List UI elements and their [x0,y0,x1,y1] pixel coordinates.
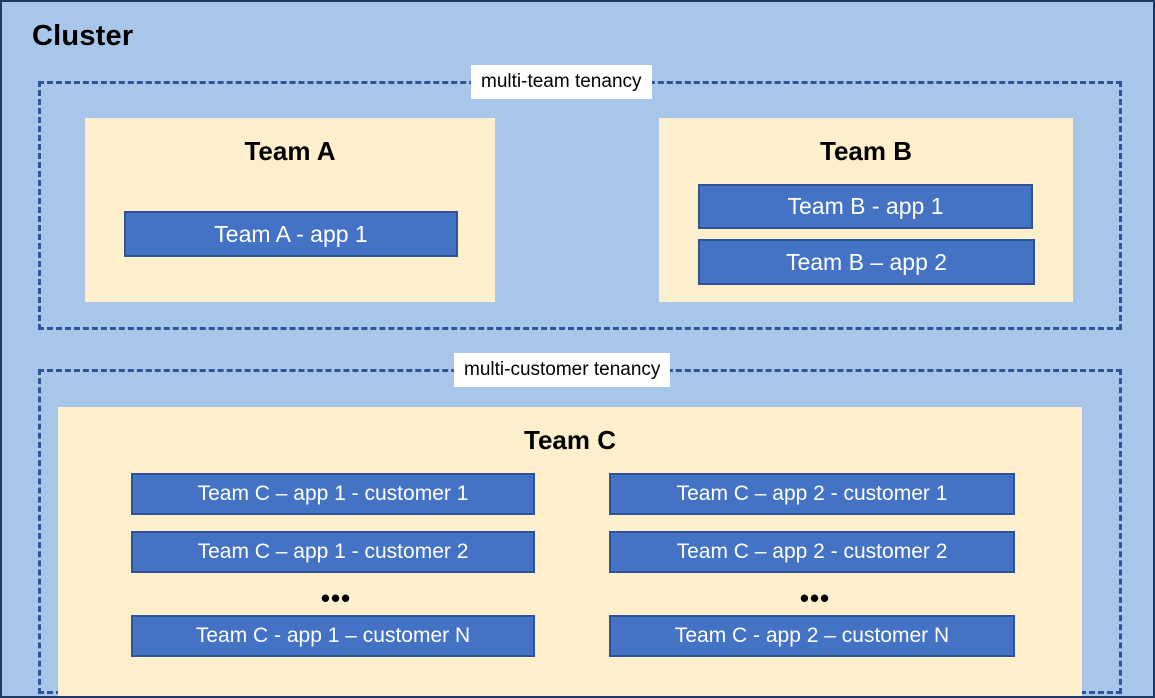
app-box-team-a-app-1[interactable]: Team A - app 1 [124,211,458,257]
team-panel-team-c: Team C Team C – app 1 - customer 1 Team … [58,407,1082,696]
team-heading-team-c: Team C [524,425,616,455]
team-panel-team-b: Team B Team B - app 1 Team B – app 2 [659,118,1073,302]
team-heading-team-a: Team A [244,136,336,166]
tenancy-label-multi-customer: multi-customer tenancy [454,353,671,387]
app-box-team-c-app1-customer1[interactable]: Team C – app 1 - customer 1 [131,473,535,515]
app-box-team-b-app-1[interactable]: Team B - app 1 [698,184,1033,229]
ellipsis-team-c-app-2: ••• [799,583,831,613]
app-box-team-c-app2-customerN[interactable]: Team C - app 2 – customer N [609,615,1015,657]
cluster-title: Cluster [32,20,134,52]
app-box-team-c-app1-customerN[interactable]: Team C - app 1 – customer N [131,615,535,657]
app-box-team-b-app-2[interactable]: Team B – app 2 [698,239,1035,285]
team-panel-team-a: Team A Team A - app 1 [85,118,495,302]
app-box-team-c-app1-customer2[interactable]: Team C – app 1 - customer 2 [131,531,535,573]
team-heading-team-b: Team B [820,136,912,166]
ellipsis-team-c-app-1: ••• [320,583,352,613]
app-box-team-c-app2-customer2[interactable]: Team C – app 2 - customer 2 [609,531,1015,573]
tenancy-label-multi-team: multi-team tenancy [471,65,652,99]
app-box-team-c-app2-customer1[interactable]: Team C – app 2 - customer 1 [609,473,1015,515]
